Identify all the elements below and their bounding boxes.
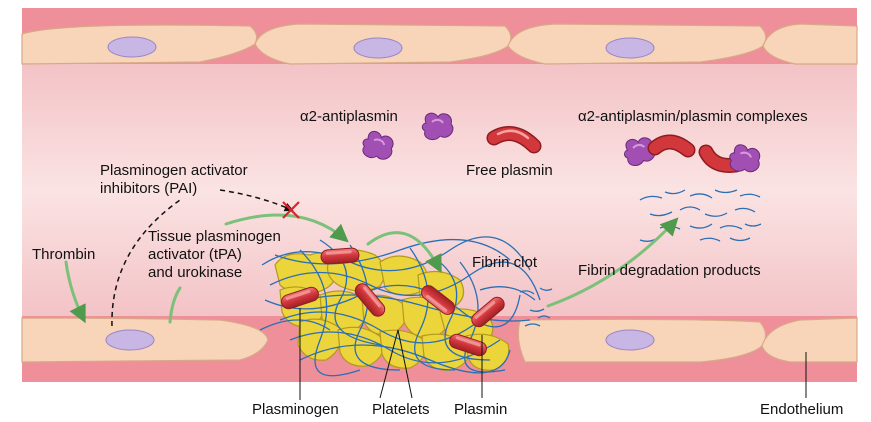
arrow-cell-to-tpa <box>168 286 182 324</box>
fibrin-fragments-near-clot <box>519 287 553 327</box>
arrow-pai-inhibition <box>111 189 294 327</box>
red-x-icon <box>282 201 300 219</box>
fibrin-clot-strands <box>259 236 541 377</box>
label-thrombin: Thrombin <box>32 246 96 263</box>
label-plasminogen: Plasminogen <box>252 401 339 418</box>
label-a2-complexes: α2-antiplasmin/plasmin complexes <box>578 108 808 125</box>
leader-lines <box>299 308 807 400</box>
cell-nucleus <box>353 37 403 59</box>
cell-nucleus <box>107 36 157 58</box>
fibrin-degradation-products <box>639 189 762 242</box>
free-plasmin <box>486 126 542 154</box>
label-free-plasmin: Free plasmin <box>466 162 553 179</box>
label-plasmin: Plasmin <box>454 401 508 418</box>
cell-nucleus <box>105 329 155 351</box>
cell-nucleus <box>605 37 655 59</box>
arrow-clot-to-plasmin <box>366 231 442 274</box>
arrow-to-degradation <box>546 217 679 308</box>
label-platelets: Platelets <box>372 401 430 418</box>
label-endothelium: Endothelium <box>760 401 844 418</box>
green-arrows <box>64 213 679 324</box>
arrow-thrombin-to-cell <box>64 260 86 324</box>
cell-nucleus <box>605 329 655 351</box>
endothelial-cell <box>761 317 858 363</box>
endothelial-cell <box>762 23 858 65</box>
label-fibrin-degradation: Fibrin degradation products <box>578 262 761 279</box>
arrow-tpa-to-clot <box>224 213 349 243</box>
label-tpa: Tissue plasminogen activator (tPA) and u… <box>148 228 281 281</box>
label-pai: Plasminogen activator inhibitors (PAI) <box>100 162 248 197</box>
label-fibrin-clot: Fibrin clot <box>472 254 538 271</box>
antiplasmin-plasmin-complexes <box>621 134 765 178</box>
label-a2-antiplasmin: α2-antiplasmin <box>300 108 398 125</box>
